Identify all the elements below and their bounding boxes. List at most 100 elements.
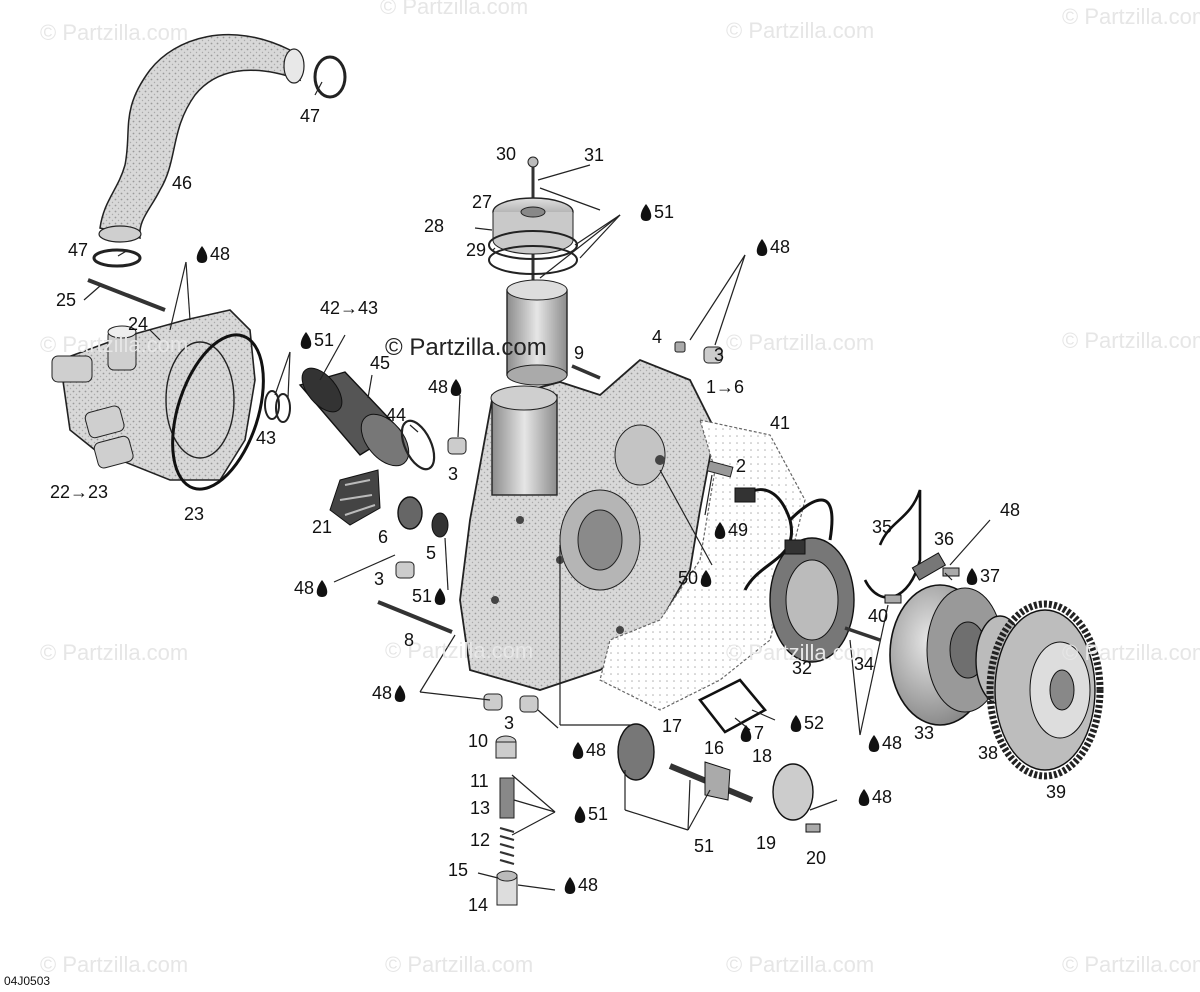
bearing-6	[397, 496, 423, 530]
part-label: 42→43	[320, 298, 379, 318]
part-label: 3	[714, 345, 725, 365]
sensor-35	[863, 489, 922, 599]
part-label: 12	[470, 830, 491, 850]
drop-icon	[574, 806, 586, 823]
hose-clamp-lower	[92, 248, 142, 268]
part-label: 19	[756, 833, 777, 853]
bolt-9	[571, 364, 601, 380]
part-label: 40	[868, 606, 889, 626]
drop-icon	[858, 789, 870, 806]
part-label: 35	[872, 517, 893, 537]
impeller	[329, 469, 381, 526]
part-label: 48	[1000, 500, 1021, 520]
drop-icon	[564, 877, 576, 894]
cover-cap-assembly	[488, 156, 578, 290]
part-label: 36	[934, 529, 955, 549]
part-label: 28	[424, 216, 445, 236]
part-label: 27	[472, 192, 493, 212]
part-label: 48	[578, 875, 599, 895]
drop-icon	[966, 568, 978, 585]
part-label: 25	[56, 290, 77, 310]
part-label: 46	[172, 173, 193, 193]
drop-icon	[700, 570, 712, 587]
plug-3a	[447, 437, 467, 455]
plug-4	[674, 341, 686, 353]
part-label: 44	[386, 405, 407, 425]
part-label: 43	[256, 428, 277, 448]
part-label: 51	[412, 586, 433, 606]
bolt-25	[87, 278, 166, 312]
part-label: 3	[374, 569, 385, 589]
part-label: 14	[468, 895, 489, 915]
lubricant-drop-icons	[196, 204, 978, 894]
drop-icon	[572, 742, 584, 759]
part-label: 48	[428, 377, 449, 397]
part-label: 51	[694, 836, 715, 856]
part-label: 51	[588, 804, 609, 824]
drop-icon	[868, 735, 880, 752]
part-label: 51	[314, 330, 335, 350]
bolt-40	[884, 594, 902, 604]
part-label: 13	[470, 798, 491, 818]
bracket-36	[911, 552, 947, 581]
part-label: 48	[882, 733, 903, 753]
part-label: 22→23	[50, 482, 109, 502]
part-label: 4	[652, 327, 663, 347]
part-label: 8	[404, 630, 415, 650]
main-housing	[459, 358, 716, 691]
ring-43a	[264, 390, 280, 420]
part-label: 49	[728, 520, 749, 540]
drop-icon	[300, 332, 312, 349]
part-label: 3	[448, 464, 459, 484]
drop-icon	[740, 725, 752, 742]
bolt-34	[844, 626, 881, 642]
stator-32	[734, 487, 855, 663]
drop-icon	[714, 522, 726, 539]
plug-3d	[519, 695, 539, 713]
part-label: 3	[504, 713, 515, 733]
part-label: 45	[370, 353, 391, 373]
diagram-code: 04J0503	[4, 974, 51, 988]
part-label: 48	[872, 787, 893, 807]
drop-icon	[790, 715, 802, 732]
ring-44	[400, 419, 436, 471]
part-label: 24	[128, 314, 149, 334]
part-label: 6	[378, 527, 389, 547]
part-label: 41	[770, 413, 791, 433]
part-label: 31	[584, 145, 605, 165]
part-label: 16	[704, 738, 725, 758]
part-label: 11	[470, 771, 489, 791]
plug-3c	[483, 693, 503, 711]
part-label: 50	[678, 568, 699, 588]
ring-gear-39	[986, 600, 1104, 780]
part-label: 48	[372, 683, 393, 703]
hose-clamp-upper	[313, 55, 347, 99]
part-label: 51	[654, 202, 675, 222]
part-label: 32	[792, 658, 813, 678]
cover-19	[772, 763, 814, 821]
part-label: 38	[978, 743, 999, 763]
part-label: 34	[854, 654, 875, 674]
cover-17	[617, 723, 655, 781]
part-label: 48	[210, 244, 231, 264]
seal-5	[431, 512, 449, 538]
part-label: 15	[448, 860, 469, 880]
drop-icon	[316, 580, 328, 597]
part-label: 5	[426, 543, 437, 563]
part-label: 37	[980, 566, 1001, 586]
drop-icon	[756, 239, 768, 256]
gear-tube	[506, 279, 568, 386]
valve-stack	[495, 735, 518, 906]
part-label: 23	[184, 504, 205, 524]
o-ring-23	[171, 333, 265, 491]
part-label: 47	[300, 106, 321, 126]
gasket-7	[697, 678, 768, 734]
part-label: 17	[662, 716, 683, 736]
drop-icon	[640, 204, 652, 221]
part-label: 10	[468, 731, 489, 751]
water-pump-shaft	[298, 367, 410, 467]
stud-2	[706, 460, 734, 478]
part-label: 9	[574, 343, 585, 363]
